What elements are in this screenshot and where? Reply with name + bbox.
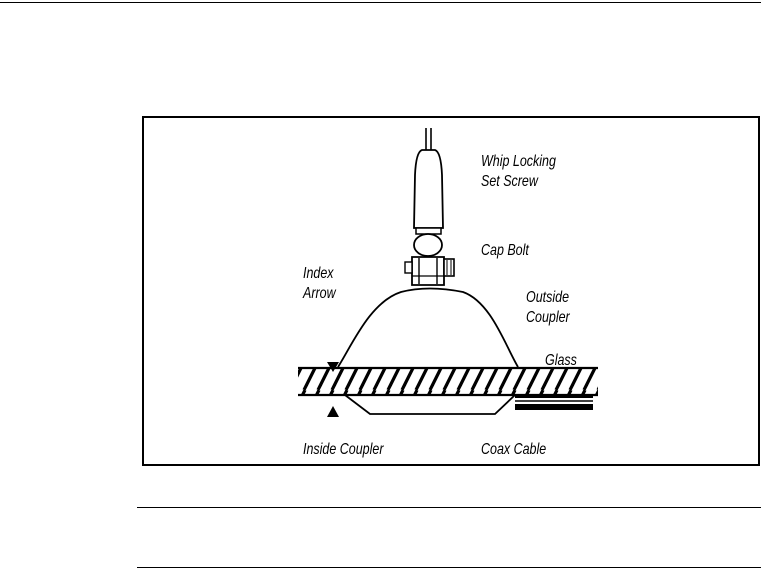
whip-body: [414, 150, 443, 228]
inside-index-arrow-icon: [327, 406, 339, 417]
middle-rule: [137, 507, 761, 508]
inside-coupler-label: Inside Coupler: [303, 440, 383, 460]
cap-bolt-label: Cap Bolt: [481, 241, 529, 261]
coax-cable-label: Coax Cable: [481, 440, 546, 460]
index-arrow-label: Index Arrow: [303, 264, 336, 304]
inside-coupler: [345, 395, 515, 414]
glass-label: Glass: [545, 351, 577, 371]
ball-joint: [414, 234, 442, 256]
whip-wire: [426, 128, 431, 150]
cap-bolt-head: [444, 259, 454, 276]
bolt-nut-left: [405, 262, 412, 273]
glass-pane: [298, 368, 598, 395]
whip-collar: [416, 228, 441, 234]
coax-cable: [515, 394, 593, 410]
outside-coupler-label: Outside Coupler: [526, 288, 570, 328]
whip-locking-label: Whip Locking Set Screw: [481, 152, 556, 192]
outside-coupler: [338, 289, 518, 368]
swivel-bracket: [412, 257, 444, 285]
